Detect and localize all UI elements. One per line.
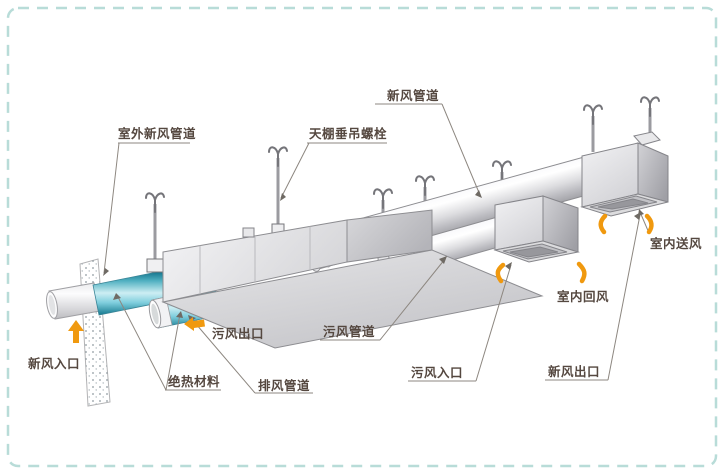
- label-leader-lines: [103, 103, 650, 394]
- dashed-frame-border: [6, 6, 718, 468]
- label-outdoor-fresh-air-duct: 室外新风管道: [118, 126, 196, 141]
- indoor-supply-air-box: [580, 131, 669, 217]
- label-indoor-supply-air: 室内送风: [650, 236, 702, 251]
- exterior-wall: [79, 258, 111, 407]
- labels: 室外新风管道 天棚垂吊螺栓 新风管道 室内送风 室内回风 污风出口 新风入口 绝…: [28, 88, 702, 393]
- label-exhaust-air-duct: 排风管道: [258, 378, 310, 393]
- pipe-clamp-bracket: [146, 258, 164, 273]
- airflow-arrows: [68, 213, 654, 343]
- label-fresh-air-outlet: 新风出口: [548, 364, 600, 379]
- fresh-air-inlet-arrow-icon: [68, 320, 84, 343]
- label-insulation-material: 绝热材料: [168, 374, 220, 389]
- label-fresh-air-duct: 新风管道: [387, 88, 439, 103]
- label-ceiling-hanging-bolt: 天棚垂吊螺栓: [309, 126, 387, 141]
- label-foul-air-duct: 污风管道: [323, 324, 375, 339]
- label-indoor-return-air: 室内回风: [557, 289, 609, 304]
- label-foul-air-outlet: 污风出口: [212, 326, 264, 341]
- label-fresh-air-inlet: 新风入口: [28, 356, 80, 371]
- foul-air-outlet-arrow-icon: [184, 317, 205, 331]
- label-foul-air-inlet: 污风入口: [411, 365, 463, 380]
- heat-exchanger-unit: [161, 209, 544, 349]
- indoor-return-air-box: [493, 195, 580, 263]
- airflow-curl-arrows: [495, 213, 654, 284]
